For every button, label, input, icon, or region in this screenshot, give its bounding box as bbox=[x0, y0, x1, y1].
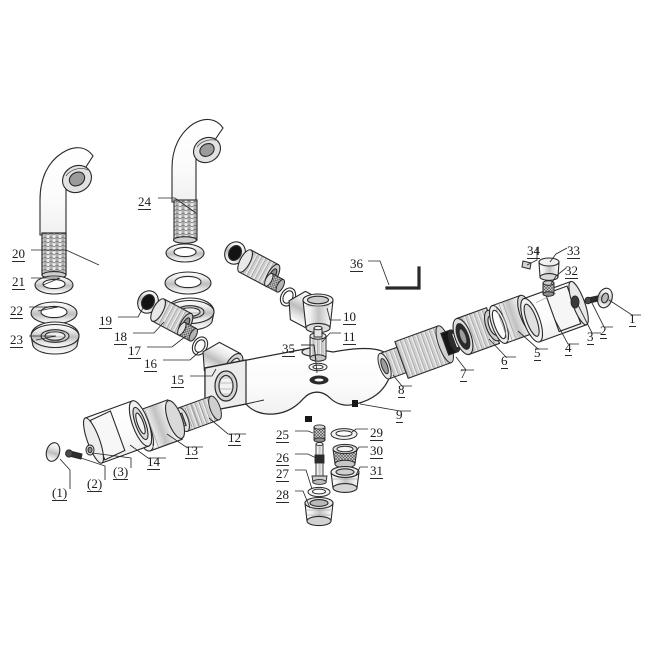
part-17-filter-screen bbox=[177, 321, 199, 342]
callout-17: 17 bbox=[128, 343, 141, 359]
part-A-cap-cover bbox=[45, 442, 61, 462]
callout-1: 1 bbox=[629, 311, 636, 327]
part-30-aerator-mesh bbox=[332, 443, 358, 469]
part-32-set-screw bbox=[542, 280, 555, 297]
callout-26: 26 bbox=[276, 450, 289, 466]
callout-9: 9 bbox=[396, 407, 403, 423]
callout-2: 2 bbox=[600, 323, 607, 339]
callout-34: 34 bbox=[527, 243, 540, 259]
part-29-o-ring-small bbox=[330, 428, 358, 440]
part-C-handle-grub-screw bbox=[85, 444, 95, 456]
part-36-allen-key bbox=[385, 266, 421, 290]
part-25-valve-seat-screw bbox=[313, 424, 326, 443]
callout-31: 31 bbox=[370, 463, 383, 479]
part-3-grub-screw bbox=[570, 295, 580, 309]
callout-4: 4 bbox=[565, 340, 572, 356]
callout-30: 30 bbox=[370, 443, 383, 459]
callout-10: 10 bbox=[343, 309, 356, 325]
callout-19: 19 bbox=[99, 313, 112, 329]
part-27-seal-washer bbox=[307, 486, 331, 498]
part-11-diverter-spindle bbox=[309, 325, 327, 362]
callout-16: 16 bbox=[144, 356, 157, 372]
callout-5: 5 bbox=[534, 345, 541, 361]
callout-21: 21 bbox=[12, 274, 25, 290]
part-20-spout-riser bbox=[39, 147, 94, 279]
callout-7: 7 bbox=[460, 366, 467, 382]
callout-18: 18 bbox=[114, 329, 127, 345]
callout-11: 11 bbox=[343, 329, 356, 345]
callout-32: 32 bbox=[565, 263, 578, 279]
callout-3-alt: (3) bbox=[113, 464, 129, 480]
part-34-retaining-pin bbox=[521, 260, 532, 270]
callout-28: 28 bbox=[276, 487, 289, 503]
callout-25: 25 bbox=[276, 427, 289, 443]
callout-12: 12 bbox=[228, 430, 241, 446]
part-24-washer-b bbox=[164, 271, 212, 295]
part-4-handle-sleeve bbox=[520, 280, 589, 343]
part-21-flat-washer bbox=[34, 275, 74, 295]
callout-6: 6 bbox=[501, 353, 508, 369]
part-17b-filter-screen bbox=[264, 272, 286, 293]
part-22-rubber-washer bbox=[30, 301, 78, 325]
leader-lines bbox=[29, 197, 641, 509]
callout-27: 27 bbox=[276, 466, 289, 482]
callout-20: 20 bbox=[12, 246, 25, 262]
part-31-aerator-housing bbox=[330, 466, 360, 493]
callout-2-alt: (2) bbox=[87, 476, 103, 492]
part-33-button-cap bbox=[538, 257, 560, 281]
callout-14: 14 bbox=[147, 454, 160, 470]
part-16-o-ring bbox=[191, 336, 209, 356]
callout-8: 8 bbox=[398, 382, 405, 398]
callout-24: 24 bbox=[138, 194, 151, 210]
callout-15: 15 bbox=[171, 372, 184, 388]
part-24-spout-riser bbox=[171, 119, 224, 244]
callout-36: 36 bbox=[350, 256, 363, 272]
callout-33: 33 bbox=[567, 243, 580, 259]
callout-22: 22 bbox=[10, 303, 23, 319]
part-28-outlet-bush bbox=[304, 496, 334, 527]
callout-13: 13 bbox=[185, 443, 198, 459]
part-23-backnut-flange bbox=[30, 321, 80, 355]
part-1-screw-cap-washer bbox=[597, 287, 613, 309]
callout-3: 3 bbox=[587, 329, 594, 345]
part-35-diverter-washers bbox=[308, 362, 329, 385]
part-24-washer-a bbox=[165, 243, 205, 263]
callout-23: 23 bbox=[10, 332, 23, 348]
callout-35: 35 bbox=[282, 341, 295, 357]
callout-29: 29 bbox=[370, 425, 383, 441]
part-26-long-bolt bbox=[311, 441, 328, 485]
callout-1-alt: (1) bbox=[52, 485, 68, 501]
